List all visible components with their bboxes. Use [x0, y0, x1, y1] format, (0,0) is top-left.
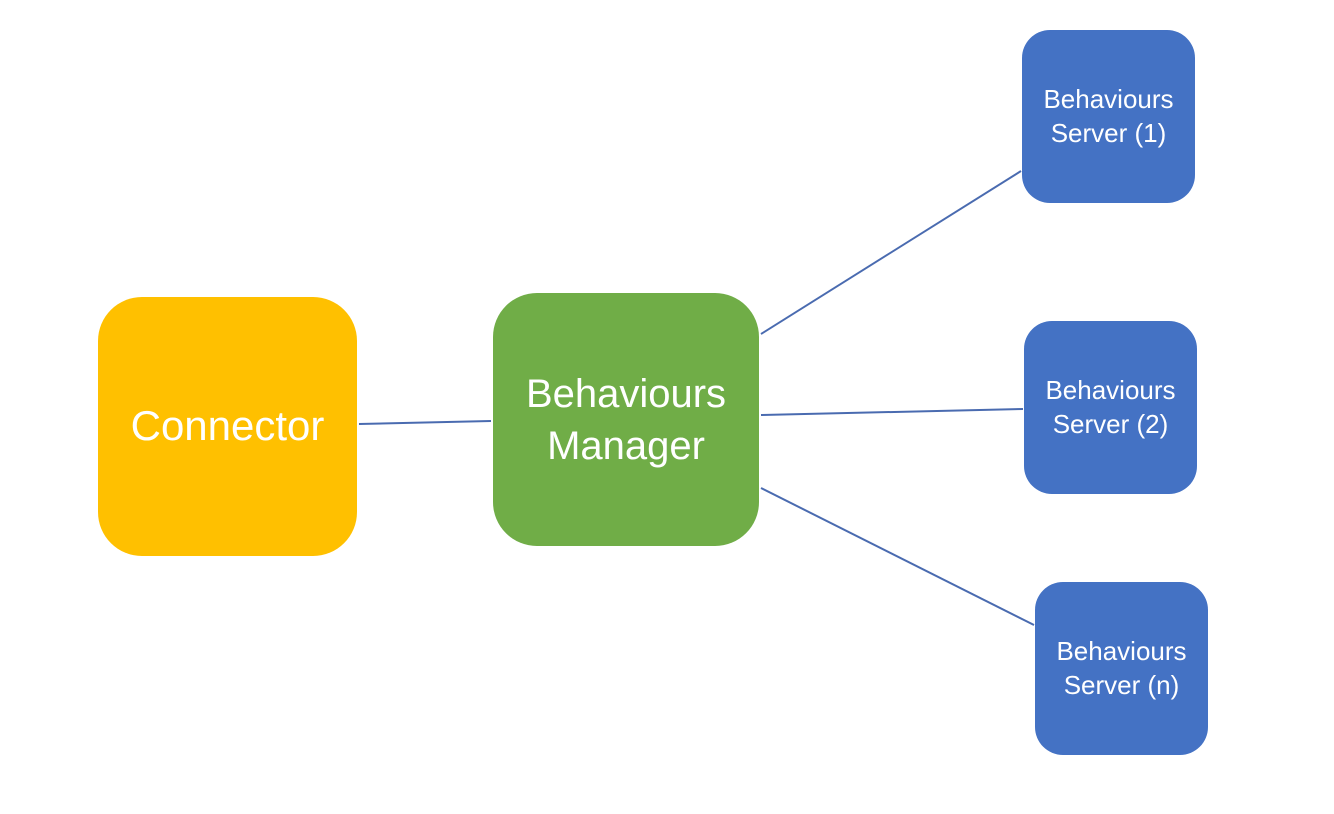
- edge-manager-server-2: [760, 408, 1024, 416]
- edge-connector-manager: [358, 420, 492, 425]
- connector-label: Connector: [130, 402, 325, 450]
- connector-node: Connector: [98, 297, 357, 556]
- edge-manager-server-1: [760, 170, 1022, 335]
- behaviours-server-2-label: Behaviours Server (2): [1045, 374, 1176, 439]
- behaviours-server-n-label: Behaviours Server (n): [1056, 635, 1187, 700]
- behaviours-manager-label: Behaviours Manager: [525, 371, 727, 468]
- behaviours-server-1-node: Behaviours Server (1): [1022, 30, 1195, 203]
- behaviours-server-n-node: Behaviours Server (n): [1035, 582, 1208, 755]
- behaviours-server-1-label: Behaviours Server (1): [1043, 83, 1174, 148]
- edge-manager-server-n: [760, 487, 1035, 626]
- behaviours-server-2-node: Behaviours Server (2): [1024, 321, 1197, 494]
- behaviours-manager-node: Behaviours Manager: [493, 293, 759, 546]
